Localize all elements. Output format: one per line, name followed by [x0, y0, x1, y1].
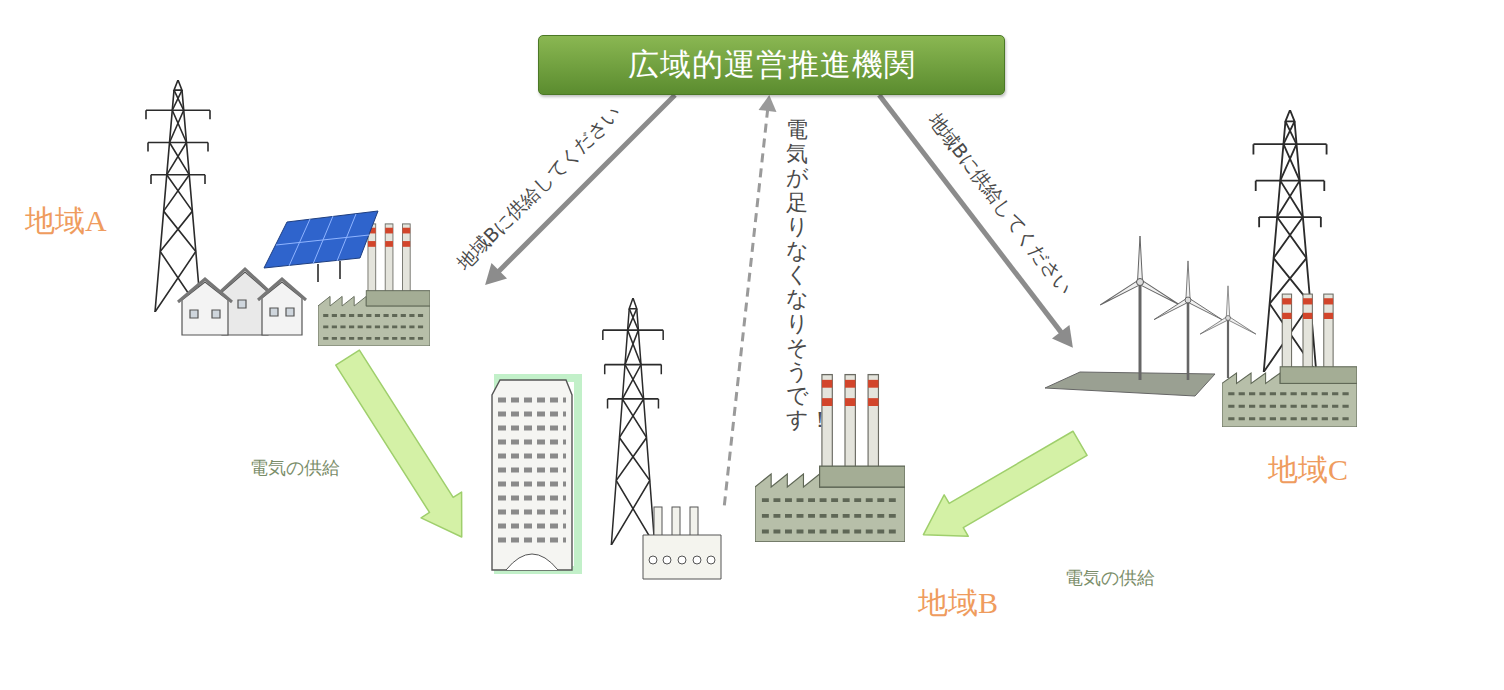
pylon-a: [146, 80, 210, 312]
request-arrow: [879, 95, 1073, 348]
edge-label-anchor: 地域Bに供給してください: [453, 102, 625, 274]
request-arrow: [485, 95, 675, 285]
shikoku-island: [330, 592, 520, 672]
block-arrow: [923, 431, 1087, 536]
frame-shadow: [15, 7, 1501, 687]
region-ellipse: 地域B: [445, 505, 945, 605]
arrow-head: [485, 263, 507, 285]
region-ellipse-fill: [965, 340, 1405, 450]
region-ellipse: 地域C: [965, 340, 1405, 450]
wind-farm-base: [1045, 372, 1215, 396]
region-name: 地域C: [1268, 452, 1348, 488]
japan-map: [20, 5, 1496, 680]
report-arrow: [724, 95, 776, 505]
request-label: 地域Bに供給してください: [453, 102, 625, 274]
organization-box: 広域的運営推進機関: [538, 35, 1005, 95]
wind-turbine: [1199, 286, 1257, 378]
edge-label-anchor: 電気の供給: [250, 457, 340, 479]
supply-arrow: [923, 431, 1087, 536]
region-ellipse-fill: [70, 250, 500, 360]
factory-b: [755, 375, 905, 542]
arrow-head: [759, 95, 777, 112]
region-name: 地域A: [25, 203, 107, 239]
edge-label-anchor: 電気が足りなくなりそうです！: [786, 118, 808, 432]
request-label: 地域Bに供給してください: [924, 109, 1076, 299]
supply-label: 電気の供給: [1065, 567, 1155, 589]
arrow-line: [724, 109, 767, 505]
decor-arc: [1128, 4, 1262, 36]
arrow-line: [879, 95, 1062, 333]
factory-c: [1222, 294, 1357, 427]
wind-turbine: [1153, 261, 1223, 380]
apartment-building: [492, 378, 578, 570]
block-arrow: [336, 350, 462, 537]
organization-name: 広域的運営推進機関: [628, 46, 916, 83]
supply-label: 電気の供給: [250, 457, 340, 479]
frame: [12, 4, 1498, 684]
region-ellipse-shape: [70, 250, 500, 360]
region-ellipse-fill: [445, 505, 945, 605]
main-island: [40, 5, 1496, 660]
small-plant: [643, 507, 721, 579]
wind-turbine: [1099, 236, 1181, 380]
report-label: 電気が足りなくなりそうです！: [786, 118, 808, 432]
edge-label-anchor: 電気の供給: [1065, 567, 1155, 589]
region-ellipse: 地域A: [70, 250, 500, 360]
houses: [178, 269, 306, 335]
region-ellipse-shape: [965, 340, 1405, 450]
supply-arrow: [336, 350, 462, 537]
region-ellipse-shape: [445, 505, 945, 605]
arrow-head: [1052, 325, 1073, 348]
region-name: 地域B: [918, 585, 998, 621]
kyushu-island: [20, 552, 120, 680]
solar-panel: [264, 211, 378, 282]
arrow-line: [498, 95, 675, 272]
edge-label-anchor: 地域Bに供給してください: [924, 109, 1076, 299]
